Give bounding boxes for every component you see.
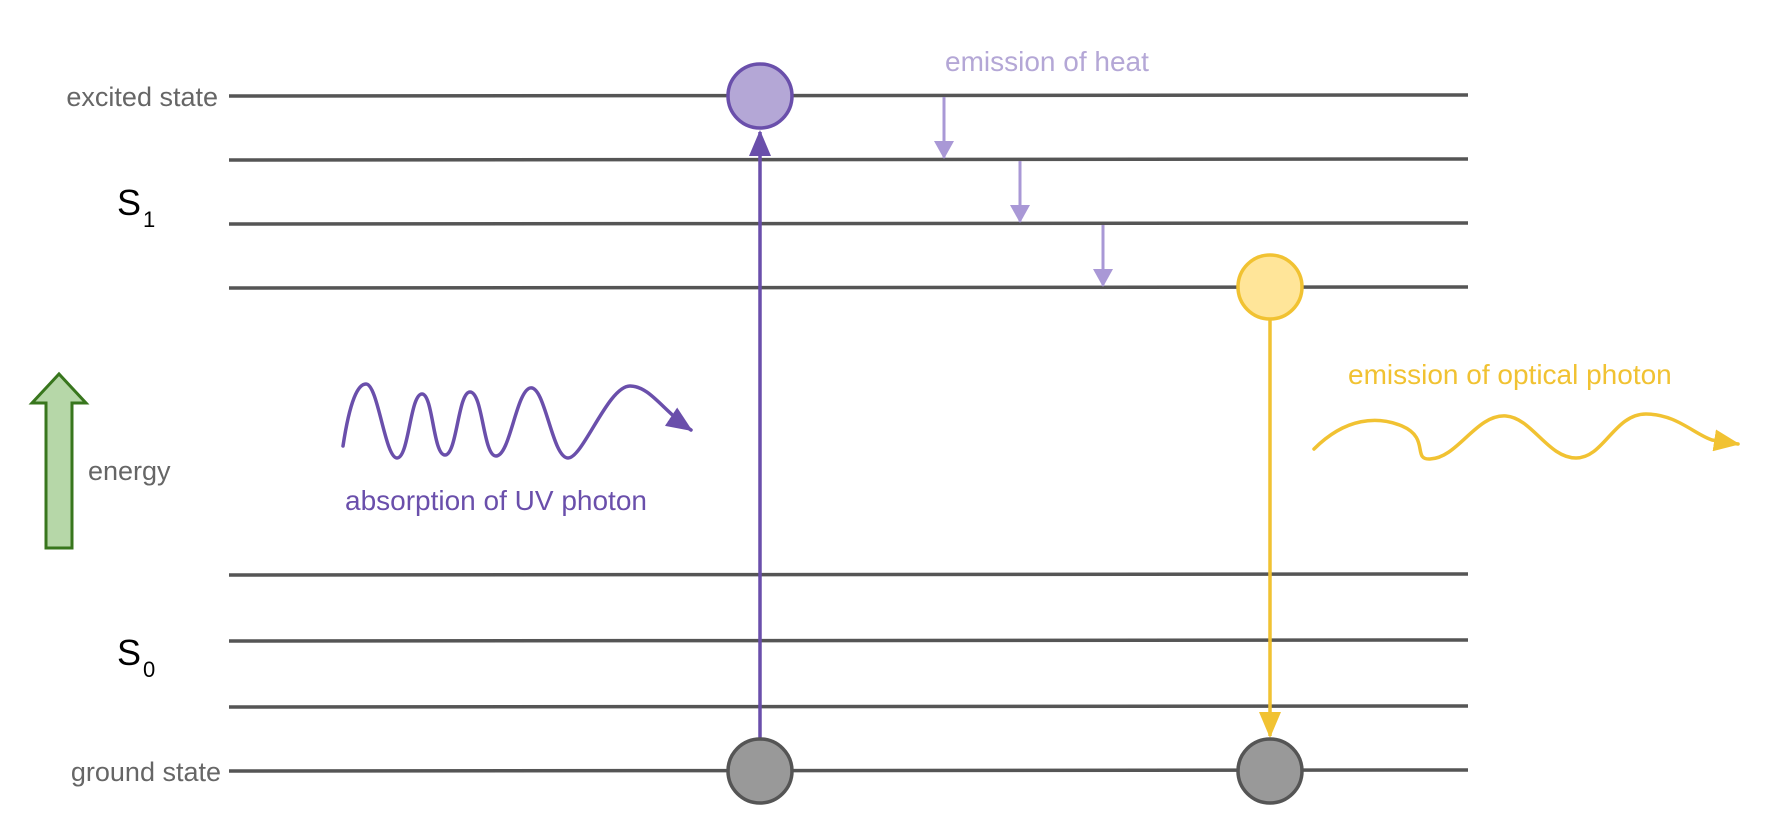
emission-heat-label: emission of heat — [945, 46, 1149, 77]
s1-symbol: S1 — [117, 182, 155, 232]
s0-symbol: S0 — [117, 632, 155, 682]
ground-electron-emission — [1236, 737, 1304, 805]
absorption-label: absorption of UV photon — [345, 485, 647, 516]
s0-level-3 — [228, 638, 1469, 643]
s0-level-4 — [228, 572, 1469, 577]
emission-optical-label: emission of optical photon — [1348, 359, 1672, 390]
relaxed-electron — [1236, 253, 1304, 321]
s1-level-3 — [228, 221, 1469, 226]
ground-electron-absorption — [726, 737, 794, 805]
wavy-arrow-icon — [341, 382, 693, 460]
s1-level-2 — [228, 157, 1469, 162]
excited-state-level — [228, 93, 1469, 98]
energy-label: energy — [88, 456, 171, 486]
excited-state-label: excited state — [66, 82, 218, 112]
excited-electron — [726, 62, 794, 130]
wavy-arrow-icon — [1312, 412, 1740, 461]
s0-level-2 — [228, 704, 1469, 709]
ground-state-label: ground state — [71, 757, 221, 787]
up-arrow-icon — [28, 371, 90, 550]
